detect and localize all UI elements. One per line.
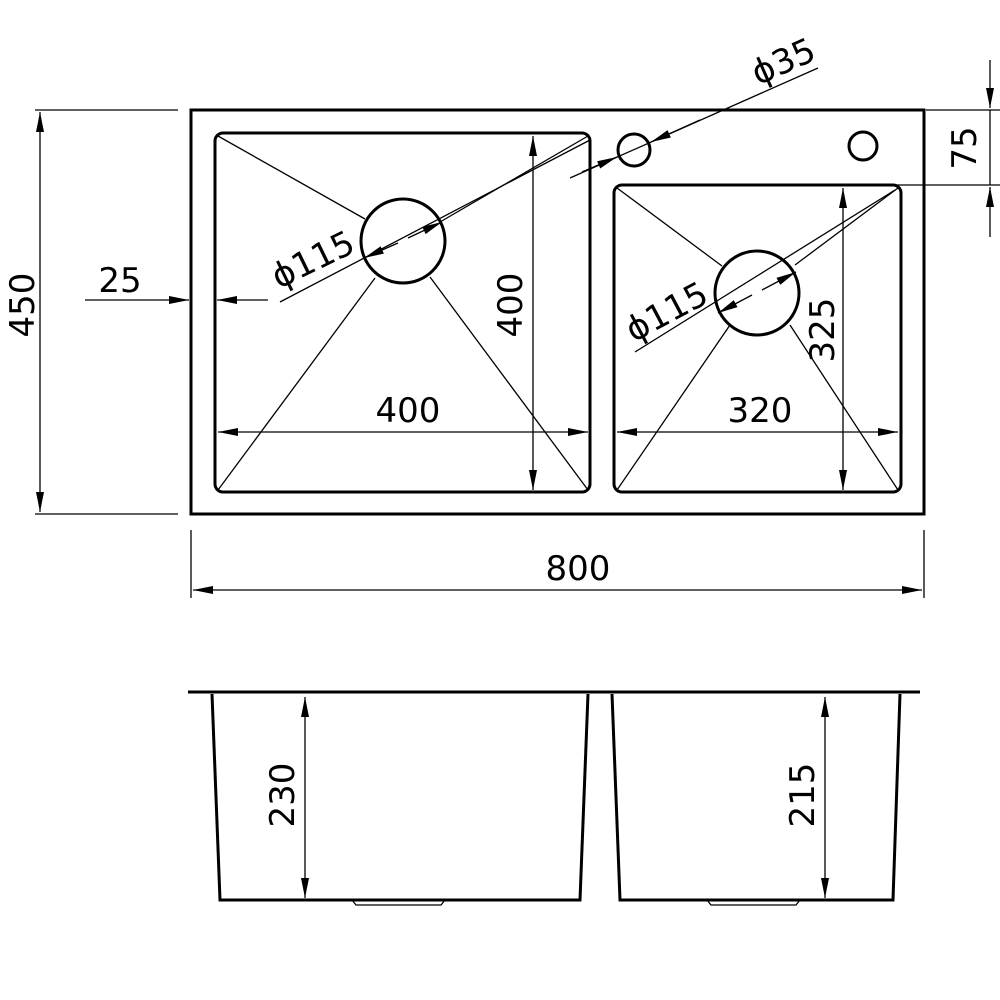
left-bowl-profile (210, 693, 590, 902)
dim-tap-hole-diameter: ϕ35 (745, 30, 821, 93)
right-drain (713, 249, 801, 337)
dim-left-bowl-width: 400 (376, 391, 441, 431)
dim-left-bowl-height: 230 (263, 763, 303, 828)
dim-left-drain-diameter: ϕ115 (265, 223, 361, 297)
dim-overall-width: 800 (546, 549, 611, 589)
side-view-dimensions: 230 215 (263, 697, 829, 898)
right-bowl-profile (610, 693, 902, 902)
dim-overall-depth: 450 (3, 273, 43, 338)
right-bowl (612, 183, 903, 494)
sink-outline (189, 108, 926, 516)
dim-left-bowl-depth: 400 (491, 273, 531, 338)
left-bowl (213, 131, 592, 494)
left-bowl-slopes (217, 135, 589, 491)
dim-tap-hole-offset: 75 (945, 126, 985, 169)
top-view (189, 108, 926, 516)
tap-hole (616, 132, 652, 168)
accessory-hole (847, 130, 879, 162)
left-drain (359, 197, 447, 285)
side-view (188, 690, 920, 906)
right-drain-profile (706, 899, 801, 906)
dim-right-bowl-depth: 325 (803, 298, 843, 363)
dim-right-drain-diameter: ϕ115 (619, 274, 715, 350)
dim-right-bowl-height: 215 (783, 763, 823, 828)
left-drain-profile (351, 899, 446, 906)
dim-right-bowl-width: 320 (728, 391, 793, 431)
dim-edge-offset: 25 (98, 261, 141, 301)
